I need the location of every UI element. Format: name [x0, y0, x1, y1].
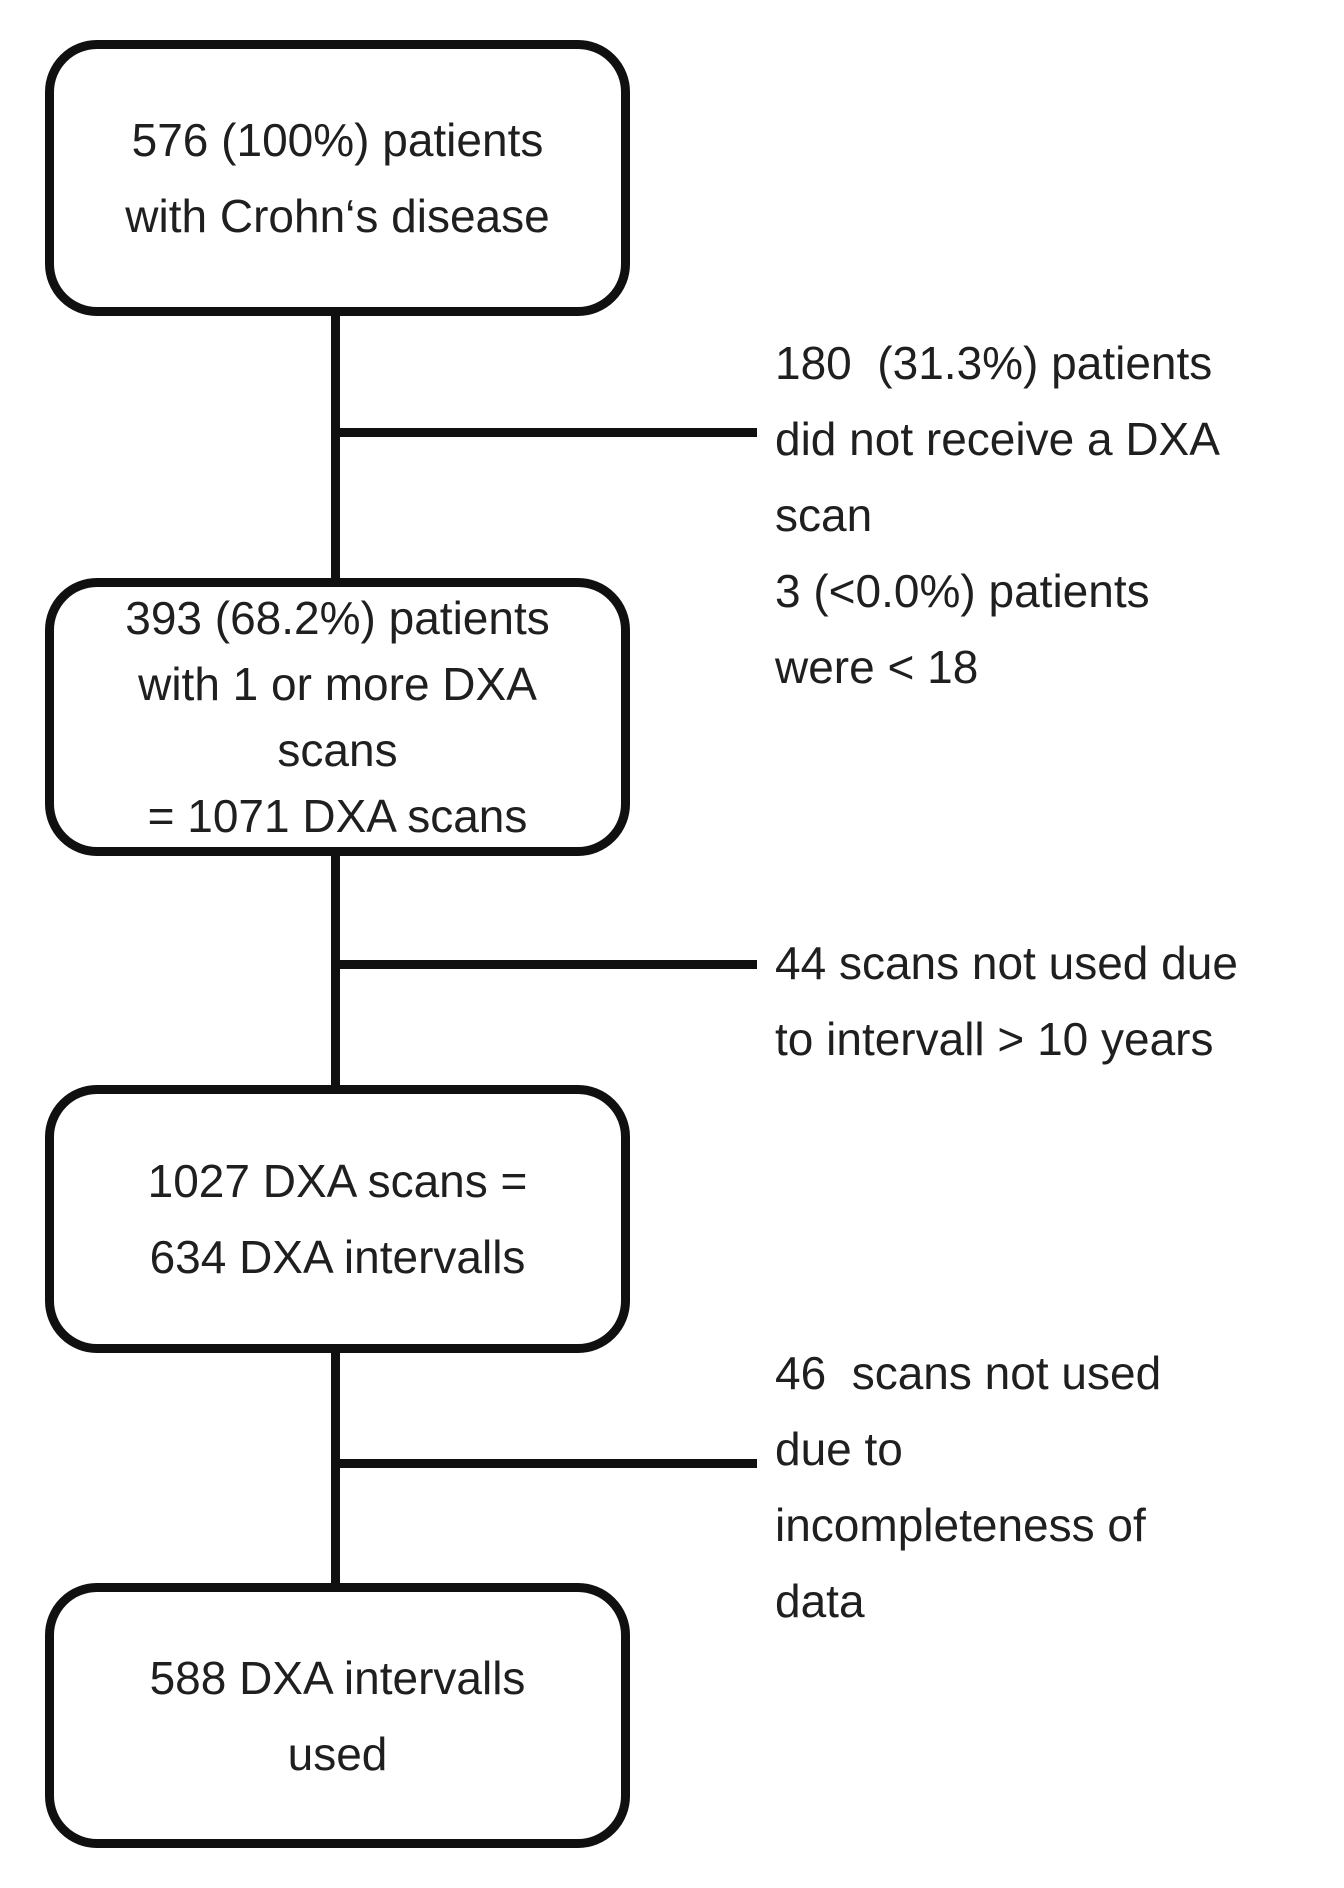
box-text-line: used — [287, 1727, 388, 1780]
flow-box-patients-with-dxa: 393 (68.2%) patients with 1 or more DXA … — [45, 578, 630, 856]
note-text-line: 44 scans not used due — [775, 937, 1238, 989]
box-text-line: 576 (100%) patients — [131, 114, 544, 166]
box-text-line: 634 DXA intervalls — [149, 1231, 526, 1283]
note-text-line: 180 (31.3%) patients — [775, 337, 1213, 389]
box-text-line: 393 (68.2%) patients — [125, 592, 550, 644]
note-text-line: were < 18 — [775, 641, 979, 693]
box-text-line: with 1 or more DXA — [138, 658, 537, 710]
note-text-line: 46 scans not used — [775, 1347, 1162, 1399]
box-text-line: = 1071 DXA scans — [147, 790, 528, 842]
note-text-line: did not receive a DXA — [775, 413, 1220, 465]
note-text-line: 3 (<0.0%) patients — [775, 565, 1150, 617]
flow-box-intervals-used: 588 DXA intervalls used — [45, 1583, 630, 1848]
side-note-excluded-interval: 44 scans not used due to intervall > 10 … — [775, 925, 1335, 1077]
box-text-line: 1027 DXA scans = — [147, 1155, 528, 1207]
note-text-line: due to — [775, 1423, 903, 1475]
branch-line-excluded-incomplete — [335, 1459, 757, 1468]
connector-line-box2-box3 — [331, 852, 340, 1089]
connector-line-box1-box2 — [331, 312, 340, 584]
side-note-excluded-no-dxa: 180 (31.3%) patients did not receive a D… — [775, 325, 1335, 705]
note-text-line: incompleteness of — [775, 1499, 1146, 1551]
side-note-excluded-incomplete: 46 scans not used due to incompleteness … — [775, 1335, 1335, 1639]
box-text-line: with Crohn‘s disease — [125, 190, 550, 242]
flow-box-patients-total: 576 (100%) patients with Crohn‘s disease — [45, 40, 630, 316]
box-text-line: scans — [277, 724, 398, 776]
connector-line-box3-box4 — [331, 1349, 340, 1587]
branch-line-excluded-interval — [335, 960, 757, 969]
branch-line-excluded-no-dxa — [335, 428, 757, 437]
note-text-line: data — [775, 1575, 865, 1627]
note-text-line: scan — [775, 489, 873, 541]
note-text-line: to intervall > 10 years — [775, 1013, 1214, 1065]
flow-box-dxa-scans-intervals: 1027 DXA scans = 634 DXA intervalls — [45, 1085, 630, 1353]
box-text-line: 588 DXA intervalls — [149, 1651, 526, 1704]
